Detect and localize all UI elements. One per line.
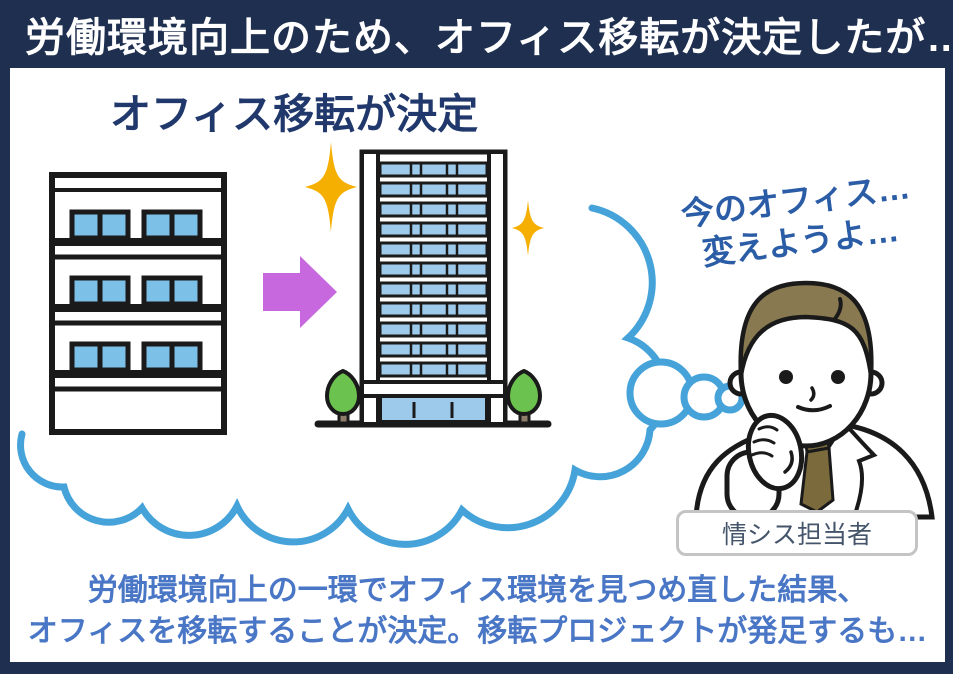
slide-title-bar: 労働環境向上のため、オフィス移転が決定したが… bbox=[0, 0, 953, 68]
caption-line-2: オフィスを移転することが決定。移転プロジェクトが発足するも… bbox=[27, 615, 928, 648]
slide-caption: 労働環境向上の一環でオフィス環境を見つめ直した結果、 オフィスを移転することが決… bbox=[10, 570, 945, 652]
role-label: 情シス担当者 bbox=[676, 510, 918, 556]
slide-title: 労働環境向上のため、オフィス移転が決定したが… bbox=[25, 16, 953, 60]
caption-line-1: 労働環境向上の一環でオフィス環境を見つめ直した結果、 bbox=[87, 574, 868, 607]
section-heading: オフィス移転が決定 bbox=[110, 91, 479, 137]
